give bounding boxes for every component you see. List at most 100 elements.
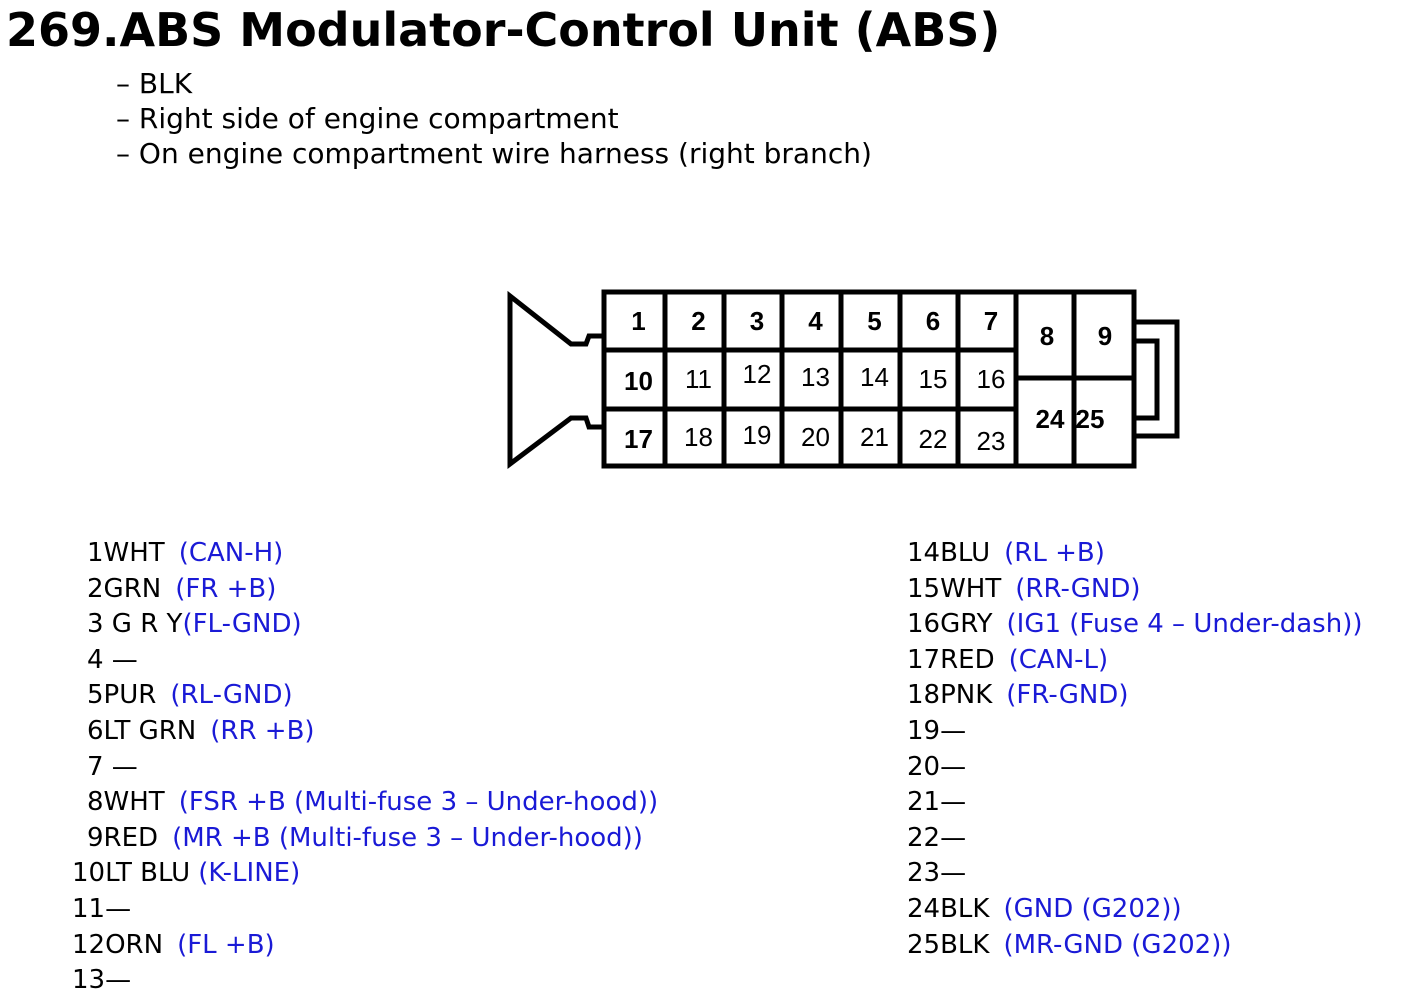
pin-row: 7 — [72,750,658,786]
pin-function: (FSR +B (Multi-fuse 3 – Under-hood)) [178,787,659,818]
pin-number-label: 11 [685,364,712,394]
pin-wire-color: 21— [907,787,967,818]
pin-function: (MR +B (Multi-fuse 3 – Under-hood)) [172,822,643,853]
pin-function: (FR +B) [175,573,277,604]
pin-row: 20— [907,750,1362,786]
pin-number-label: 1 [631,306,645,336]
page-title: 269.ABS Modulator-Control Unit (ABS) [6,3,1001,57]
pin-function: (RL-GND) [170,680,293,711]
connector-clip-inner [1134,338,1160,421]
pin-wire-color: 10LT BLU [72,858,191,889]
pin-row: 1WHT (CAN-H) [72,536,658,572]
pin-wire-color: 12ORN [72,929,164,960]
pin-number-label: 8 [1040,321,1054,351]
pin-wire-color: 23— [907,858,967,889]
pin-row: 4 — [72,643,658,679]
pin-function: (RR +B) [210,715,315,746]
pin-function: (FR-GND) [1006,680,1129,711]
pin-number-label: 15 [919,364,948,394]
pin-wire-color: 14BLU [907,538,991,568]
pin-row: 17RED (CAN-L) [907,643,1362,679]
pin-row: 24BLK (GND (G202)) [907,892,1362,928]
pin-row: 18PNK (FR-GND) [907,678,1362,714]
pin-number-label: 25 [1076,404,1105,434]
pin-function: (FL-GND) [182,609,302,640]
pin-wire-color: 17RED [907,644,995,675]
pin-row: 12ORN (FL +B) [72,928,658,964]
pin-function: (CAN-L) [1008,644,1109,675]
pin-row: 6LT GRN (RR +B) [72,714,658,750]
pin-wire-color: 1WHT [87,538,165,568]
pin-row: 3 G R Y(FL-GND) [72,607,658,643]
pin-row: 16GRY (IG1 (Fuse 4 – Under-dash)) [907,607,1362,643]
pin-wire-color: 20— [907,751,967,782]
pin-row: 9RED (MR +B (Multi-fuse 3 – Under-hood)) [72,821,658,857]
pin-function: (RR-GND) [1015,573,1141,604]
pin-wire-color: 8WHT [87,787,165,818]
pin-wire-color: 22— [907,822,967,853]
pin-wire-color: 13— [72,965,132,996]
pin-wire-color: 16GRY [907,609,993,640]
pin-number-label: 12 [743,359,772,389]
pin-row: 23— [907,856,1362,892]
connector-notes: BLK Right side of engine compartment On … [116,66,872,171]
pin-wire-color: 5PUR [87,680,157,711]
note-color: BLK [116,66,872,101]
pin-wire-color: 3 G R Y [87,609,183,640]
pin-number-label: 4 [808,306,823,336]
pin-number-label: 18 [684,422,713,452]
pin-list-right: 14BLU (RL +B) 15WHT (RR-GND) 16GRY (IG1 (Fu… [907,536,1362,963]
pin-function: (RL +B) [1004,538,1105,568]
pin-wire-color: 2GRN [87,573,162,604]
pin-number-label: 22 [919,424,948,454]
pin-number-label: 9 [1098,321,1112,351]
pin-number-label: 24 [1036,404,1065,434]
pin-function: (GND (G202)) [1003,893,1182,924]
pin-row: 14BLU (RL +B) [907,536,1362,572]
pin-row: 13— [72,963,658,999]
pin-wire-color: 19— [907,715,967,746]
pin-wire-color: 9RED [87,822,159,853]
pin-number-label: 21 [860,422,889,452]
pin-function: (MR-GND (G202)) [1003,929,1232,960]
pin-number-label: 2 [691,306,705,336]
pin-number-label: 3 [750,306,764,336]
pin-wire-color: 24BLK [907,893,990,924]
pin-row: 25BLK (MR-GND (G202)) [907,928,1362,964]
pin-wire-color: 18PNK [907,680,993,711]
pin-row: 19— [907,714,1362,750]
pin-wire-color: 7 — [87,751,138,782]
pin-wire-color: 25BLK [907,929,990,960]
pin-row: 2GRN (FR +B) [72,572,658,608]
pin-row: 10LT BLU(K-LINE) [72,856,658,892]
pin-wire-color: 6LT GRN [87,715,197,746]
pin-row: 8WHT (FSR +B (Multi-fuse 3 – Under-hood)) [72,785,658,821]
pin-number-label: 7 [984,306,998,336]
pin-function: (FL +B) [177,929,275,960]
pin-function: (CAN-H) [178,538,284,568]
pin-row: 11— [72,892,658,928]
pin-number-label: 5 [867,306,881,336]
pin-number-label: 19 [743,420,772,450]
pin-number-label: 13 [801,362,830,392]
pin-row: 5PUR (RL-GND) [72,678,658,714]
pin-row: 21— [907,785,1362,821]
pin-wire-color: 11— [72,893,132,924]
note-harness: On engine compartment wire harness (righ… [116,136,872,171]
pin-number-label: 16 [977,364,1006,394]
pin-number-label: 20 [801,422,830,452]
pin-number-label: 6 [926,306,940,336]
pin-row: 15WHT (RR-GND) [907,572,1362,608]
pin-number-label: 17 [624,424,653,454]
pin-number-label: 23 [977,426,1006,456]
pin-list-left: 1WHT(CAN-H) 2GRN(FR +B) 3 G R Y(FL-GND) … [72,536,658,999]
pin-wire-color: 4 — [87,644,138,675]
pin-number-label: 10 [624,366,653,396]
pin-wire-color: 15WHT [907,573,1002,604]
note-location: Right side of engine compartment [116,101,872,136]
pin-function: (K-LINE) [198,858,301,889]
connector-clip [1134,319,1180,439]
pin-function: (IG1 (Fuse 4 – Under-dash)) [1006,609,1363,640]
pin-number-label: 14 [860,362,889,392]
